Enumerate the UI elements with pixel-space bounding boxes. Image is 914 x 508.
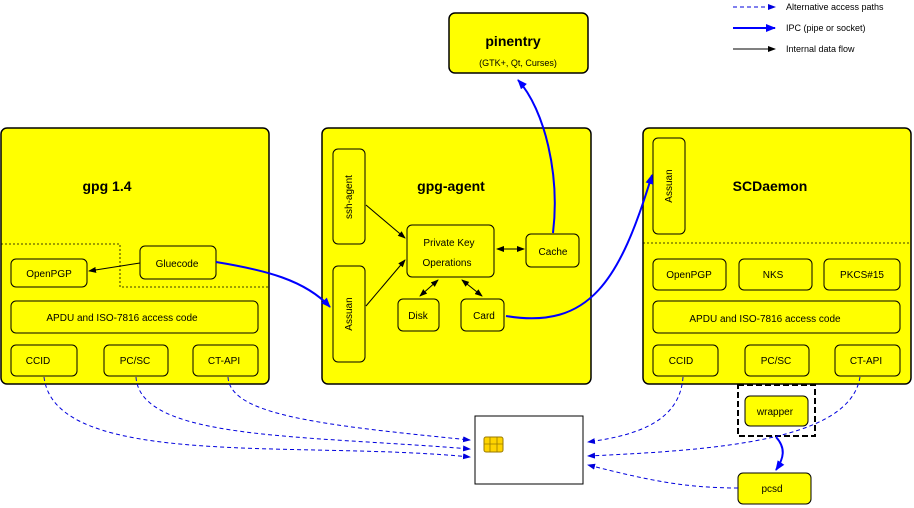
private-key-box (406, 224, 495, 278)
pinentry-subtitle: (GTK+, Qt, Curses) (479, 58, 557, 68)
ssh-agent-label: ssh-agent (344, 175, 355, 219)
wrapper-box: wrapper (744, 395, 809, 427)
legend-ipc-label: IPC (pipe or socket) (786, 23, 866, 33)
alt-scd-ccid-to-card (587, 376, 684, 445)
alt-gpg-ccid-to-card (43, 376, 471, 460)
alt-scd-ctapi-to-card (587, 376, 861, 459)
scd-ctapi-box (834, 344, 901, 377)
private-key-label: Private Key (423, 238, 474, 249)
gpg-agent-box: gpg-agent ssh-agent Assuan Private Key O… (321, 127, 592, 385)
privkey-card-arrow (461, 279, 483, 297)
ipc-card-to-scd-assuan (505, 174, 654, 320)
disk-box (397, 298, 440, 332)
gpg14-pcsc-box (103, 344, 169, 377)
gpg14-divider (1, 243, 268, 288)
scd-apdu-label: APDU and ISO-7816 access code (689, 314, 841, 325)
alt-gpg-pcsc-to-card (135, 376, 471, 452)
gpg14-ccid-label: CCID (26, 356, 50, 367)
agent-assuan-label: Assuan (344, 297, 355, 330)
scd-pkcs15-label: PKCS#15 (840, 270, 884, 281)
scd-ccid-box (652, 344, 719, 377)
scd-openpgp-box (652, 258, 727, 291)
scd-ccid-label: CCID (669, 356, 693, 367)
gluecode-to-openpgp-arrow (88, 262, 141, 273)
scdaemon-box: SCDaemon Assuan OpenPGP NKS PKCS#15 APDU… (642, 127, 912, 385)
gpg14-ccid-box (10, 344, 78, 377)
scd-nks-box (738, 258, 813, 291)
agent-assuan-box (332, 265, 366, 363)
cache-label: Cache (539, 247, 568, 258)
chip-icon (483, 436, 504, 453)
scd-assuan-box (652, 137, 686, 235)
gpg14-openpgp-label: OpenPGP (26, 269, 72, 280)
scd-apdu-box (652, 300, 901, 334)
assuan-to-privkey-arrow (365, 259, 406, 307)
gpg14-apdu-box (10, 300, 259, 334)
pinentry-title: pinentry (485, 33, 540, 49)
scd-title: SCDaemon (733, 178, 808, 194)
alt-gpg-ctapi-to-card (227, 376, 471, 443)
ipc-gluecode-to-assuan (215, 261, 331, 308)
gpg14-box: gpg 1.4 OpenPGP Gluecode APDU and ISO-78… (0, 127, 270, 385)
ipc-wrapper-to-pcsd (775, 436, 785, 471)
pinentry-box: pinentry (GTK+, Qt, Curses) (448, 12, 589, 74)
scd-ctapi-label: CT-API (850, 356, 882, 367)
ssh-to-privkey-arrow (365, 204, 406, 239)
disk-label: Disk (408, 311, 428, 322)
gpg14-apdu-label: APDU and ISO-7816 access code (46, 313, 198, 324)
scd-pcsc-label: PC/SC (761, 356, 792, 367)
agent-title: gpg-agent (417, 178, 485, 194)
scd-pkcs15-box (823, 258, 901, 291)
gpg14-ctapi-box (192, 344, 259, 377)
ipc-cache-to-pinentry (517, 79, 556, 234)
gpg14-gluecode-label: Gluecode (156, 259, 199, 270)
operations-label: Operations (423, 258, 472, 269)
smart-card (474, 415, 584, 485)
privkey-disk-arrow (419, 279, 439, 297)
legend-internal-label: Internal data flow (786, 44, 855, 54)
scd-nks-label: NKS (763, 270, 784, 281)
scd-openpgp-label: OpenPGP (666, 270, 712, 281)
cache-box (525, 233, 580, 268)
pcsd-label: pcsd (761, 484, 782, 495)
scd-assuan-label: Assuan (664, 169, 675, 202)
alt-pcsd-to-card (587, 463, 739, 489)
gpg14-ctapi-label: CT-API (208, 356, 240, 367)
card-label: Card (473, 311, 495, 322)
pcsd-box: pcsd (737, 472, 812, 505)
scd-pcsc-box (744, 344, 810, 377)
legend: Alternative access paths IPC (pipe or so… (733, 2, 884, 54)
wrapper-label: wrapper (756, 407, 794, 418)
card-box (460, 298, 505, 332)
ssh-agent-box (332, 148, 366, 245)
gpg14-title: gpg 1.4 (82, 178, 131, 194)
legend-alt-label: Alternative access paths (786, 2, 884, 12)
gpg14-openpgp-box (10, 258, 88, 288)
gpg14-pcsc-label: PC/SC (120, 356, 151, 367)
